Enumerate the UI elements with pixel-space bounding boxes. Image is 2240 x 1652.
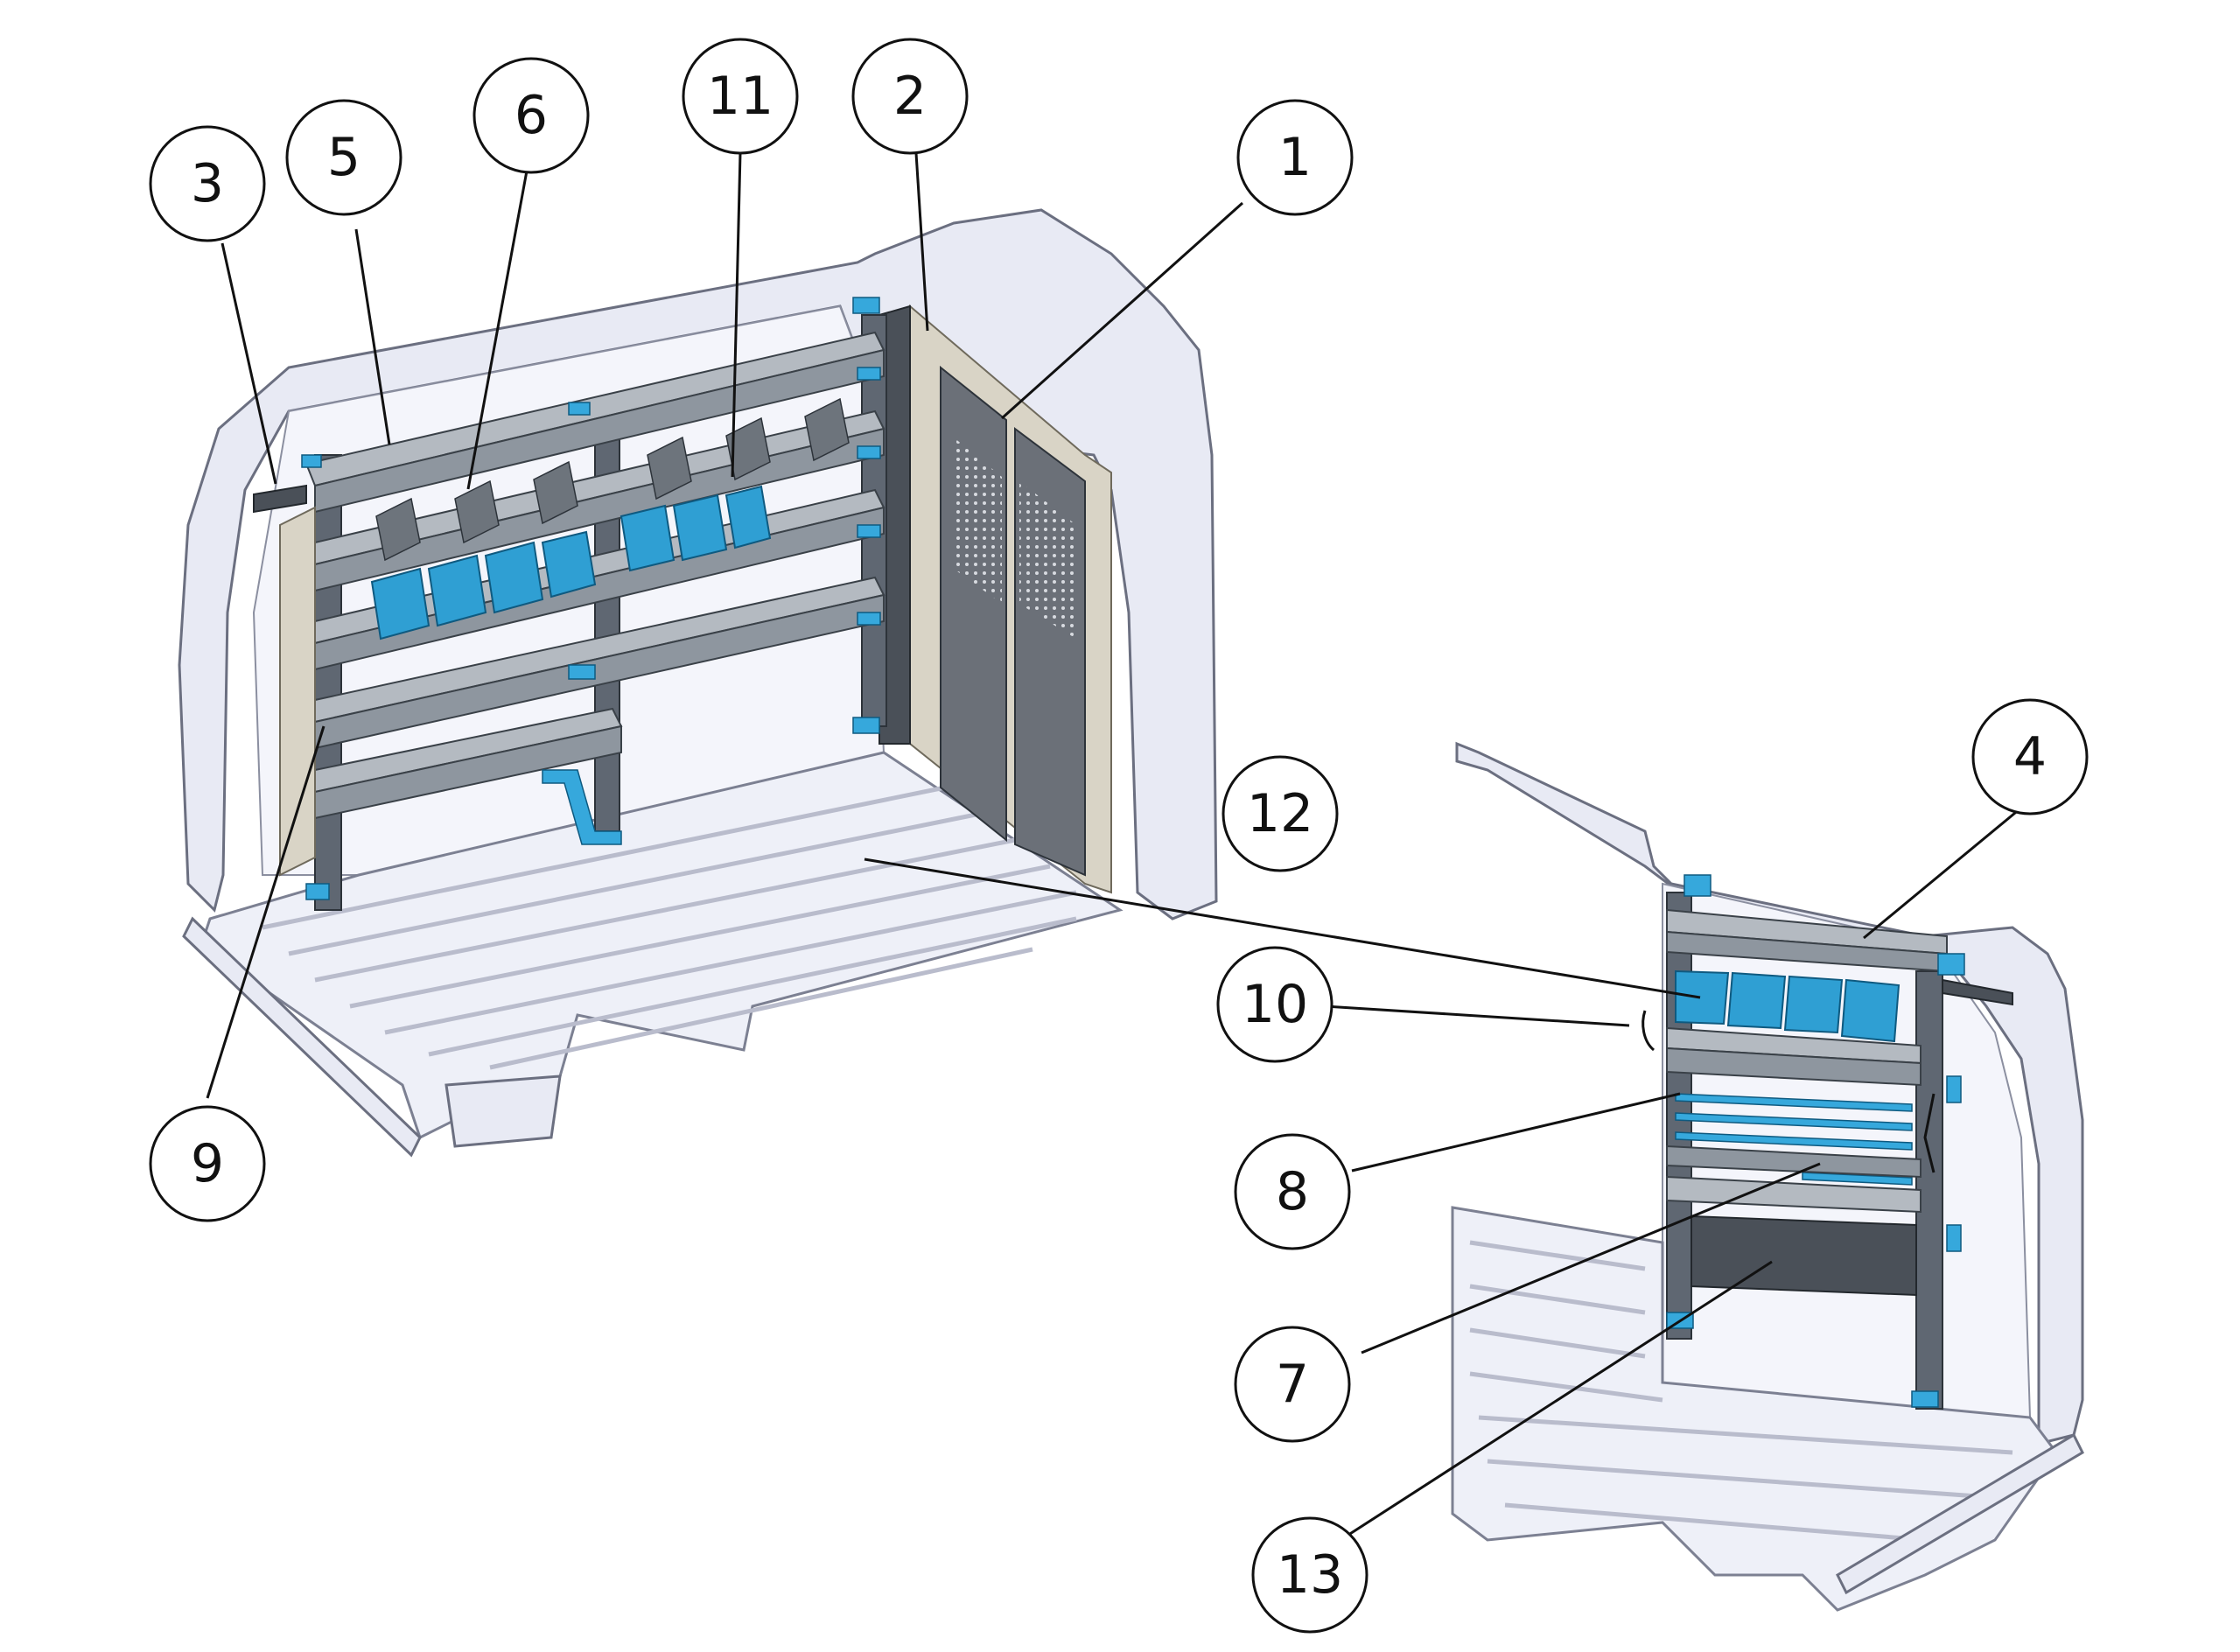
callout-2-label: 2 <box>893 66 927 127</box>
callout-6-label: 6 <box>514 85 548 146</box>
right-handle <box>1923 1093 1936 1173</box>
left-end-rail <box>253 484 307 514</box>
right-bottom-panel <box>1690 1214 1917 1297</box>
callout-8-label: 8 <box>1276 1161 1309 1222</box>
callout-11: 11 <box>682 38 799 155</box>
leader-10 <box>1325 1004 1630 1027</box>
left-end-panel <box>279 506 316 877</box>
right-shelf-2-face <box>1666 1046 1922 1087</box>
left-van-rear-step <box>182 916 422 1158</box>
callout-12-label: 12 <box>1247 783 1313 844</box>
leader-7 <box>1361 1162 1821 1354</box>
right-shelf-3 <box>1666 1144 1922 1179</box>
callout-10-label: 10 <box>1242 974 1308 1035</box>
left-van-latch <box>444 1074 562 1148</box>
leader-5 <box>354 228 391 445</box>
callout-13: 13 <box>1251 1516 1368 1634</box>
right-blue-brackets <box>1666 874 1965 1408</box>
callout-13-label: 13 <box>1277 1544 1343 1606</box>
leader-2 <box>914 152 929 332</box>
callout-7-label: 7 <box>1276 1354 1309 1415</box>
callout-9: 9 <box>149 1105 266 1222</box>
leader-9 <box>206 725 326 1099</box>
leader-8 <box>1351 1092 1681 1172</box>
leader-6 <box>466 165 529 490</box>
left-shelf-dividers <box>375 397 850 562</box>
right-hook <box>1642 1010 1656 1052</box>
callout-9-label: 9 <box>191 1133 224 1194</box>
left-van-view <box>178 208 1218 1158</box>
left-floor-ribs <box>262 785 1077 1070</box>
leader-11 <box>731 152 742 478</box>
bulkhead-panel-left <box>940 365 1007 843</box>
callout-7: 7 <box>1234 1326 1351 1443</box>
right-upright-left <box>1666 892 1692 1340</box>
left-blue-brackets <box>301 297 881 900</box>
leader-4 <box>1863 790 2041 940</box>
callout-12: 12 <box>1222 755 1339 872</box>
right-van-view <box>1451 741 2084 1612</box>
leader-3 <box>220 242 277 485</box>
callout-4: 4 <box>1971 698 2089 816</box>
right-van-rear-step <box>1836 1432 2084 1595</box>
bulkhead-mesh-left <box>954 438 1002 604</box>
callout-3: 3 <box>149 125 266 242</box>
leader-lines <box>206 152 2041 1540</box>
callout-1-label: 1 <box>1278 127 1312 188</box>
callout-6: 6 <box>472 57 590 174</box>
right-shelf-4 <box>1666 1175 1922 1214</box>
callout-1: 1 <box>1236 99 1354 216</box>
callout-10: 10 <box>1216 946 1334 1063</box>
callout-4-label: 4 <box>2013 726 2047 788</box>
callout-11-label: 11 <box>707 66 774 127</box>
leader-13 <box>1342 1260 1773 1540</box>
callout-5-label: 5 <box>327 127 360 188</box>
left-blue-bins <box>370 485 772 640</box>
leader-12 <box>864 858 1701 999</box>
bulkhead-mesh-right <box>1019 481 1076 639</box>
right-floor-ribs <box>1469 1240 2013 1543</box>
right-blue-bins <box>1675 970 1900 1043</box>
callout-3-label: 3 <box>191 153 224 214</box>
callout-8: 8 <box>1234 1133 1351 1250</box>
callout-5: 5 <box>285 99 402 216</box>
leader-1 <box>1000 201 1244 420</box>
right-side-rail <box>1942 978 2013 1006</box>
callout-2: 2 <box>851 38 969 155</box>
